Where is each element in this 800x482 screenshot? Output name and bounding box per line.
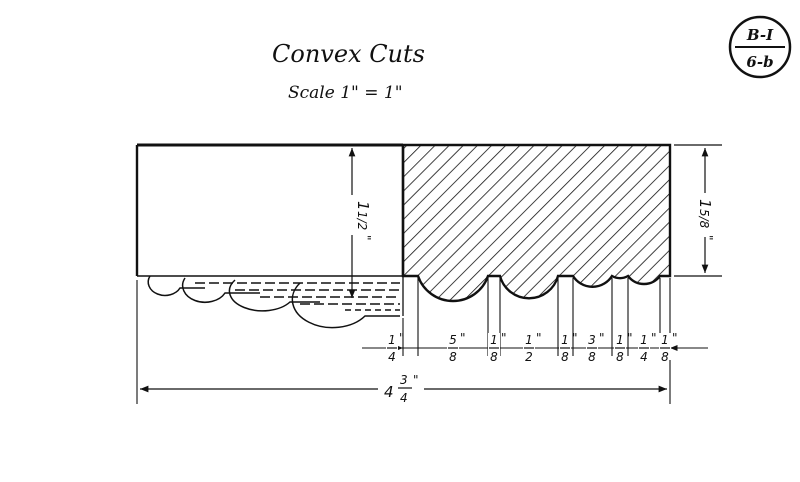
segment-numerator: 5 xyxy=(449,333,457,347)
plate-number-bottom: 6-b xyxy=(746,53,773,71)
height-left-inch: " xyxy=(359,235,373,241)
height-left-frac: 1/2 xyxy=(355,211,369,230)
height-dimension-right: 1 5/8 " xyxy=(674,144,722,277)
height-right-inch: " xyxy=(701,235,715,241)
height-dimension-left: 1 1/2 " xyxy=(340,148,373,298)
total-width-num: 3 xyxy=(400,373,408,387)
total-width-dimension: 4 3 4 " xyxy=(136,280,671,406)
drawing-title: Convex Cuts xyxy=(272,40,425,68)
segment-numerator: 1 xyxy=(388,333,396,347)
segment-label-2: 5 8" xyxy=(447,331,466,364)
segment-inch-mark: " xyxy=(399,331,405,345)
segment-inch-mark: " xyxy=(627,331,633,345)
segment-denominator: 8 xyxy=(588,350,596,364)
segment-label-9: 1 8" xyxy=(659,331,678,364)
segment-inch-mark: " xyxy=(501,331,507,345)
segment-denominator: 8 xyxy=(449,350,457,364)
segment-inch-mark: " xyxy=(599,331,605,345)
segment-label-4: 1 2" xyxy=(523,331,542,364)
total-width-whole: 4 xyxy=(384,383,394,401)
drawing-scale: Scale 1" = 1" xyxy=(288,83,403,103)
segment-denominator: 4 xyxy=(388,350,396,364)
segment-labels: 14"58"18"12"18"38"18"14"18" xyxy=(386,331,678,364)
segment-inch-mark: " xyxy=(536,331,542,345)
left-block xyxy=(135,143,405,277)
plate-number-top: B-I xyxy=(746,26,774,44)
height-right-frac: 5/8 xyxy=(697,209,711,229)
segment-label-7: 1 8" xyxy=(614,331,633,364)
segment-denominator: 8 xyxy=(661,350,669,364)
segment-label-6: 3 8" xyxy=(586,331,605,364)
segment-inch-mark: " xyxy=(572,331,578,345)
segment-label-5: 1 8" xyxy=(559,331,578,364)
segment-numerator: 1 xyxy=(525,333,533,347)
segment-numerator: 1 xyxy=(490,333,498,347)
total-width-inch: " xyxy=(413,373,419,387)
segment-inch-mark: " xyxy=(672,331,678,345)
segment-label-1: 1 4" xyxy=(386,331,405,364)
segment-label-8: 1 4" xyxy=(638,331,657,364)
plate-number-badge: B-I 6-b xyxy=(728,15,792,79)
height-right-whole: 1 xyxy=(696,199,714,209)
segment-label-3: 1 8" xyxy=(488,331,507,364)
total-width-den: 4 xyxy=(400,391,408,405)
height-left-whole: 1 xyxy=(354,201,372,211)
hatched-section xyxy=(401,143,672,303)
segment-inch-mark: " xyxy=(460,331,466,345)
segment-denominator: 8 xyxy=(490,350,498,364)
hidden-profile-lines xyxy=(147,275,404,329)
segment-numerator: 1 xyxy=(640,333,648,347)
segment-numerator: 1 xyxy=(616,333,624,347)
segment-denominator: 4 xyxy=(640,350,648,364)
segment-inch-mark: " xyxy=(651,331,657,345)
segment-numerator: 3 xyxy=(588,333,596,347)
segment-denominator: 8 xyxy=(561,350,569,364)
segment-numerator: 1 xyxy=(661,333,669,347)
segment-numerator: 1 xyxy=(561,333,569,347)
segment-denominator: 8 xyxy=(616,350,624,364)
segment-denominator: 2 xyxy=(525,350,533,364)
